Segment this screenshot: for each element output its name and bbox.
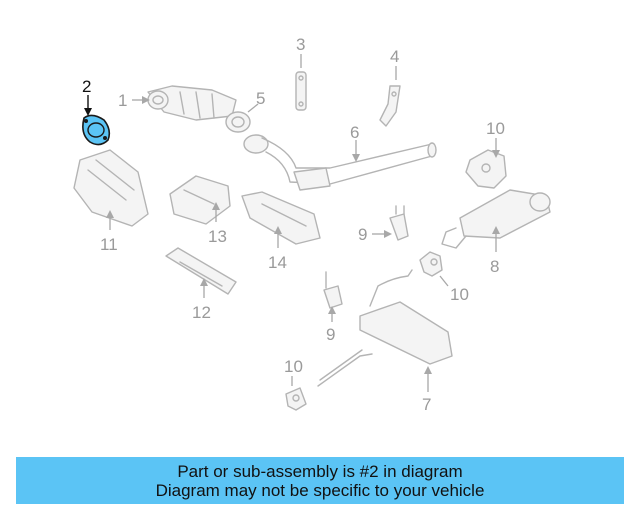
part-5-hanger[interactable] <box>295 71 307 111</box>
callout-9-right: 9 <box>358 225 367 244</box>
callout-12: 12 <box>192 303 211 322</box>
part-10-bracket-upper[interactable] <box>465 149 507 189</box>
part-3-front-pipe[interactable] <box>243 134 437 191</box>
exhaust-parts-diagram: 2 1 5 3 4 6 <box>73 35 551 414</box>
callout-10-lower: 10 <box>284 357 303 376</box>
part-2-gasket[interactable] <box>82 114 111 146</box>
callout-11: 11 <box>100 235 118 254</box>
callout-2: 2 <box>82 77 91 96</box>
callout-7: 7 <box>422 395 431 414</box>
part-1-catalytic-converter[interactable] <box>147 85 237 121</box>
part-8-rear-muffler[interactable] <box>441 189 551 249</box>
part-6-bracket[interactable] <box>379 85 401 127</box>
callout-10-middle: 10 <box>450 285 469 304</box>
callout-3: 6 <box>350 123 359 142</box>
part-9-clamp-right[interactable] <box>389 205 409 241</box>
part-12-heat-shield[interactable] <box>165 247 237 295</box>
info-banner: Part or sub-assembly is #2 in diagram Di… <box>16 457 624 504</box>
callout-10-upper: 10 <box>486 119 505 138</box>
callout-1: 1 <box>118 91 127 110</box>
part-10-clamp-lower[interactable] <box>285 387 307 411</box>
part-4-gasket[interactable] <box>225 111 251 133</box>
part-9-bracket-center[interactable] <box>323 271 343 309</box>
callout-6: 4 <box>390 47 399 66</box>
callout-5: 3 <box>296 35 305 54</box>
callout-9-center: 9 <box>326 325 335 344</box>
callout-4: 5 <box>256 89 265 108</box>
banner-line-1: Part or sub-assembly is #2 in diagram <box>177 461 463 481</box>
callout-14: 14 <box>268 253 287 272</box>
part-7-center-muffler[interactable] <box>317 269 453 387</box>
part-13-heat-shield[interactable] <box>169 175 231 225</box>
part-14-heat-shield[interactable] <box>241 191 321 245</box>
banner-line-2: Diagram may not be specific to your vehi… <box>155 480 485 500</box>
part-11-heat-shield[interactable] <box>73 149 149 227</box>
part-10-clamp-middle[interactable] <box>419 251 443 277</box>
callout-8: 8 <box>490 257 499 276</box>
callout-13: 13 <box>208 227 227 246</box>
